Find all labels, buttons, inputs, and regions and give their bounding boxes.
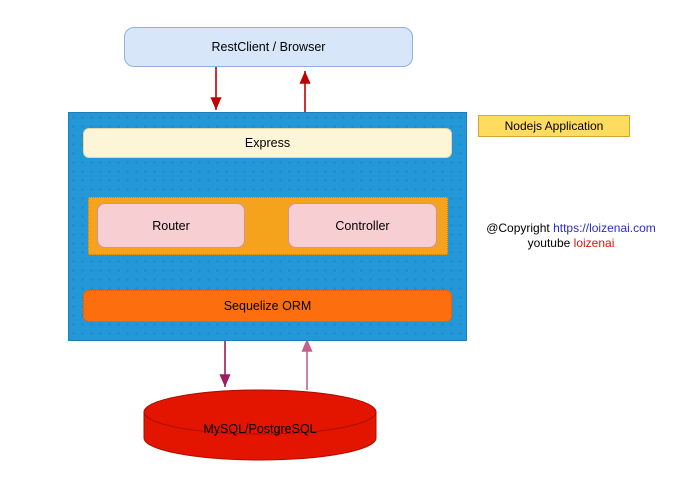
sequelize-orm-box: Sequelize ORM xyxy=(83,290,452,322)
youtube-channel: loizenai xyxy=(573,236,615,250)
controller-box: Controller xyxy=(288,203,437,248)
express-label: Express xyxy=(244,136,291,150)
router-box: Router xyxy=(97,203,245,248)
copyright-link[interactable]: https://loizenai.com xyxy=(553,221,656,235)
router-label: Router xyxy=(152,218,190,233)
youtube-label: youtube xyxy=(527,236,574,250)
database-box: MySQL/PostgreSQL xyxy=(144,421,376,437)
rest-client-label: RestClient / Browser xyxy=(211,40,326,54)
copyright-note: @Copyright https://loizenai.com youtube … xyxy=(461,221,681,251)
copyright-prefix: @Copyright xyxy=(486,221,554,235)
sequelize-orm-label: Sequelize ORM xyxy=(223,299,312,313)
controller-label: Controller xyxy=(335,218,390,233)
nodejs-application-label: Nodejs Application xyxy=(504,119,604,133)
nodejs-application-tag: Nodejs Application xyxy=(478,115,630,137)
rest-client-box: RestClient / Browser xyxy=(124,27,413,67)
database-label: MySQL/PostgreSQL xyxy=(203,422,317,436)
express-box: Express xyxy=(83,128,452,158)
